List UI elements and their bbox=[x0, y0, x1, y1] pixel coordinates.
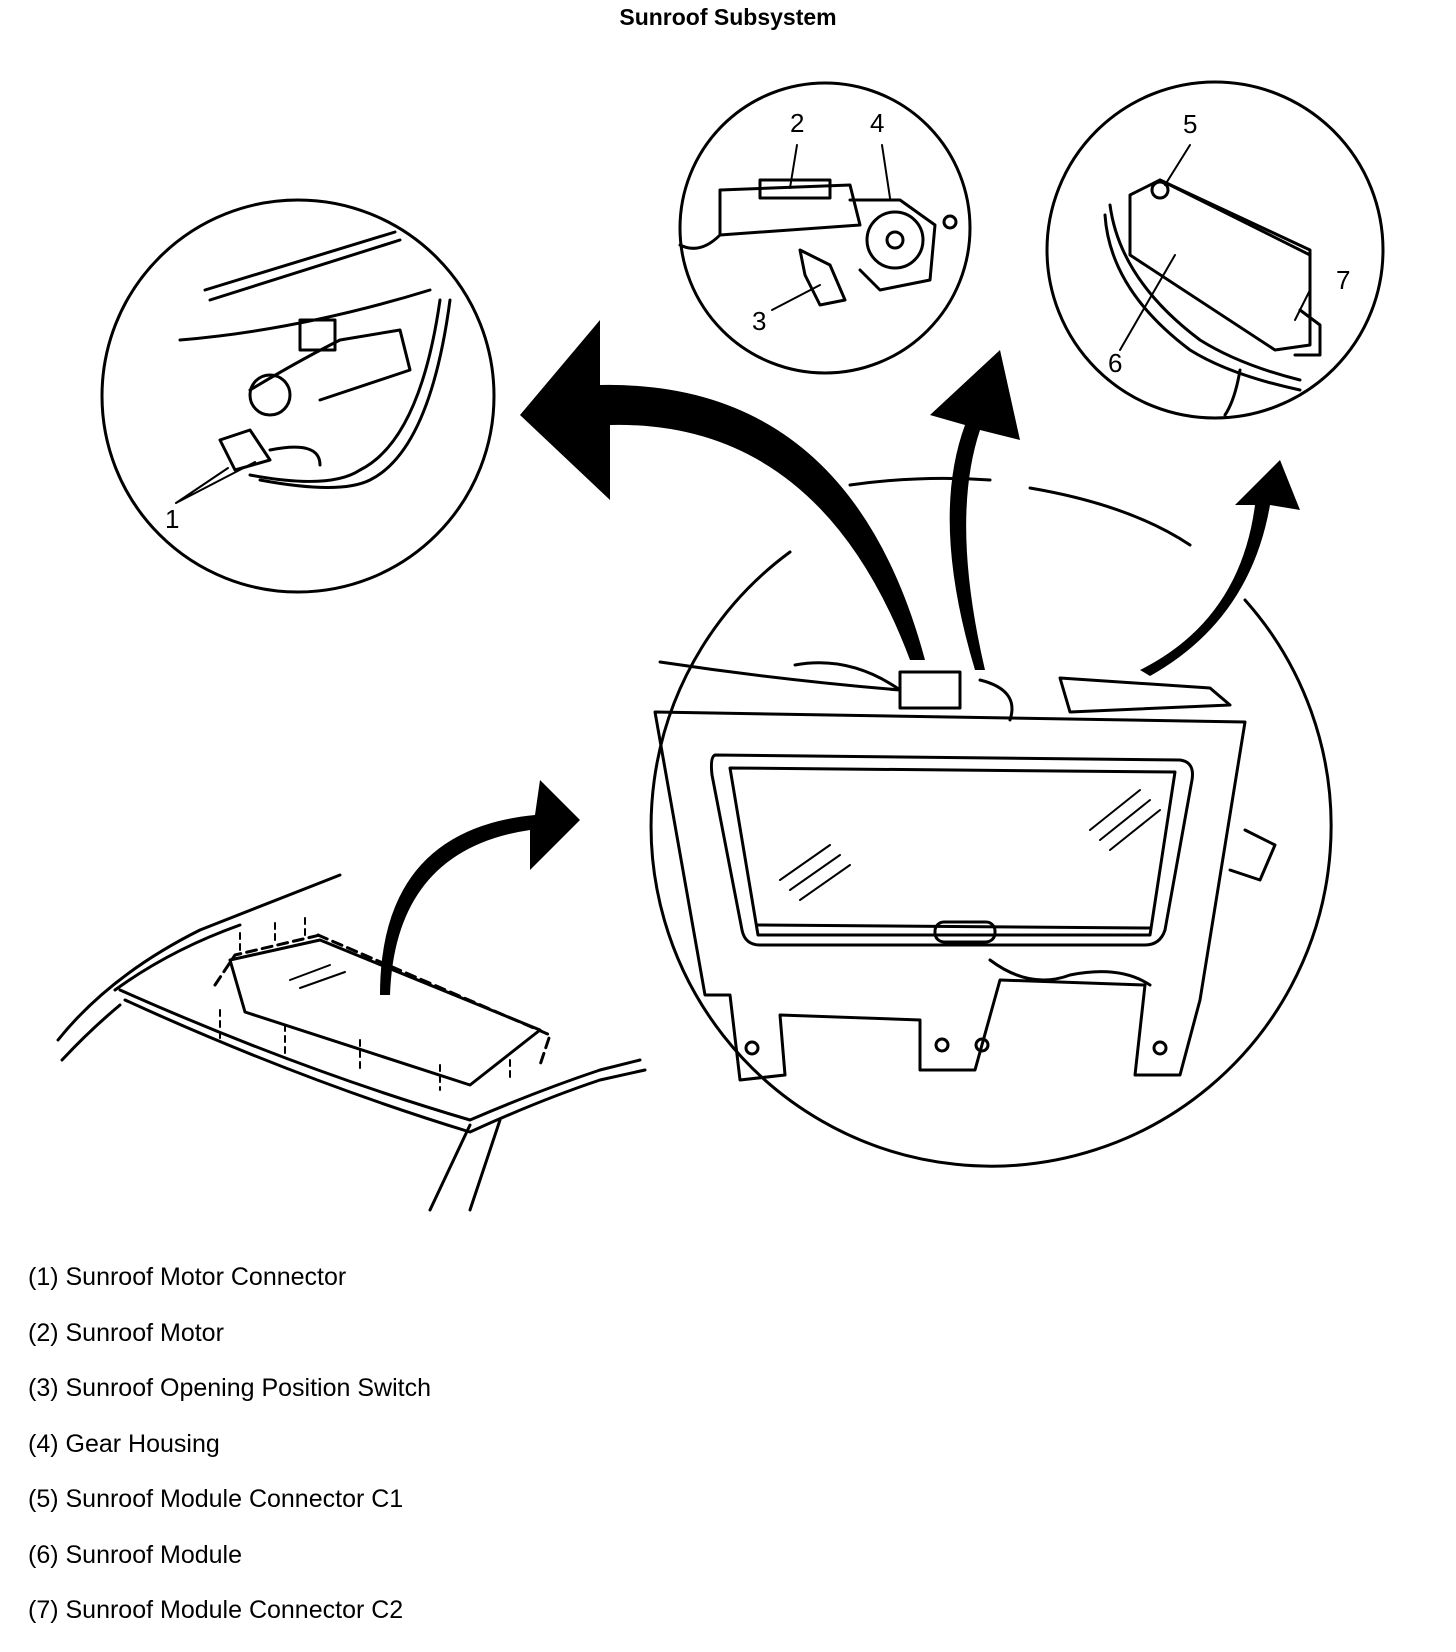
callout-leader-lines bbox=[175, 144, 1311, 504]
sunroof-diagram: 1 2 3 4 5 6 7 bbox=[56, 80, 1385, 1212]
legend-item: (2) Sunroof Motor bbox=[28, 1318, 224, 1347]
callout-3: 3 bbox=[752, 306, 766, 336]
callout-1: 1 bbox=[165, 504, 179, 534]
component-legend: (1) Sunroof Motor Connector (2) Sunroof … bbox=[28, 1262, 431, 1651]
legend-item: (6) Sunroof Module bbox=[28, 1540, 243, 1569]
legend-item: (7) Sunroof Module Connector C2 bbox=[28, 1596, 404, 1624]
legend-item: (5) Sunroof Module Connector C1 bbox=[28, 1485, 404, 1513]
callout-2: 2 bbox=[790, 108, 804, 138]
legend-item: (1) Sunroof Motor Connector bbox=[28, 1263, 347, 1291]
callout-5: 5 bbox=[1183, 109, 1197, 139]
legend-item: (3) Sunroof Opening Position Switch bbox=[28, 1374, 431, 1402]
callout-4: 4 bbox=[870, 108, 884, 138]
motor-gear-housing-detail-circle bbox=[678, 81, 972, 375]
legend-item: (4) Gear Housing bbox=[28, 1429, 220, 1458]
vehicle-roof-illustration bbox=[56, 873, 647, 1212]
sunroof-frame-detail-circle bbox=[649, 476, 1333, 1168]
diagram-title: Sunroof Subsystem bbox=[619, 4, 837, 30]
callout-7: 7 bbox=[1336, 265, 1350, 295]
callout-6: 6 bbox=[1108, 348, 1122, 378]
sunroof-module-detail-circle bbox=[1045, 80, 1385, 420]
motor-connector-detail-circle bbox=[100, 198, 496, 594]
curved-arrows bbox=[380, 320, 1300, 995]
